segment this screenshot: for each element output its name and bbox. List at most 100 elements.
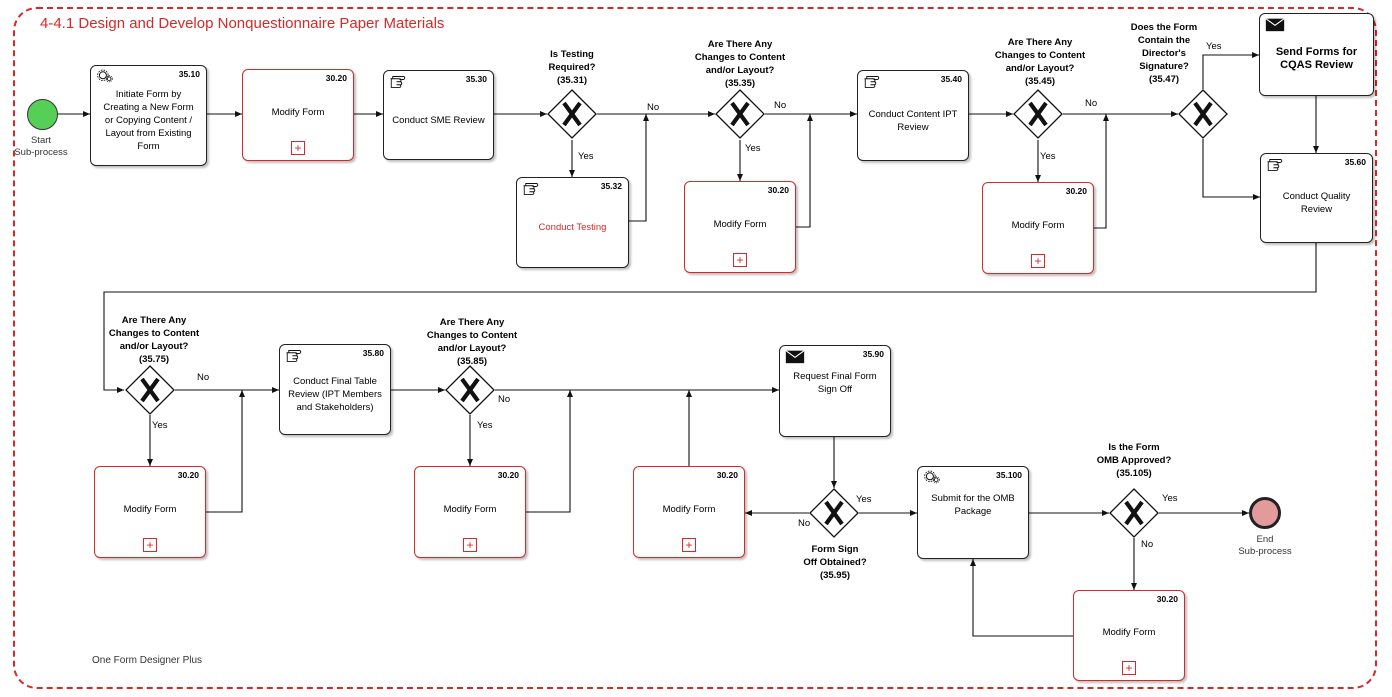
gear-icon	[97, 69, 113, 83]
hand-icon	[390, 76, 406, 88]
task-35-32[interactable]: 35.32 Conduct Testing	[516, 177, 629, 268]
task-35-60[interactable]: 35.60 Conduct Quality Review	[1260, 153, 1373, 243]
task-30-20-modify-form[interactable]: 30.20 Modify Form +	[414, 466, 526, 558]
gateway-35-75[interactable]	[125, 365, 175, 415]
gateway-question-35-95: Form Sign Off Obtained? (35.95)	[803, 544, 867, 581]
task-number: 30.20	[1065, 186, 1087, 196]
gateway-35-47[interactable]	[1178, 89, 1228, 139]
footer-text: One Form Designer Plus	[92, 655, 203, 666]
flow-label-yes: Yes	[856, 494, 872, 505]
expand-subprocess-icon[interactable]: +	[291, 141, 305, 155]
task-number: 35.30	[465, 74, 487, 84]
task-label: Conduct Quality Review	[1282, 191, 1351, 215]
hand-icon	[286, 350, 302, 362]
task-number: 35.32	[600, 181, 622, 191]
exclusive-gateway-icon	[715, 89, 765, 139]
expand-subprocess-icon[interactable]: +	[733, 253, 747, 267]
task-label: Request Final Form Sign Off	[793, 371, 877, 395]
task-label: Conduct Content IPT Review	[868, 108, 958, 133]
flow-g3547-no	[1202, 139, 1260, 200]
task-label: Modify Form	[443, 503, 497, 515]
task-number: 30.20	[716, 470, 738, 480]
task-label: Send Forms for CQAS Review	[1275, 45, 1358, 71]
subprocess-frame	[13, 7, 1377, 689]
task-label: Modify Form	[271, 106, 325, 118]
exclusive-gateway-icon	[809, 488, 859, 538]
task-number: 30.20	[177, 470, 199, 480]
task-30-20-modify-form[interactable]: 30.20 Modify Form +	[684, 181, 796, 273]
gateway-35-105[interactable]	[1109, 488, 1159, 538]
flow-3020d-merge	[206, 390, 245, 513]
task-label: Modify Form	[662, 503, 716, 515]
task-number: 30.20	[497, 470, 519, 480]
task-number: 30.20	[1156, 594, 1178, 604]
flow-label-no: No	[197, 372, 210, 383]
flow-3020b-merge	[796, 114, 813, 228]
gateway-question-35-85: Are There Any Changes to Content and/or …	[426, 317, 518, 367]
task-30-20-modify-form[interactable]: 30.20 Modify Form +	[633, 466, 745, 558]
task-number: 30.20	[325, 73, 347, 83]
exclusive-gateway-icon	[1013, 89, 1063, 139]
hand-icon	[523, 183, 539, 195]
task-label: Conduct Testing	[538, 222, 607, 233]
task-35-90[interactable]: 35.90 Request Final Form Sign Off	[779, 345, 891, 437]
flow-3020c-merge	[1094, 114, 1109, 229]
task-30-20-modify-form[interactable]: 30.20 Modify Form +	[242, 69, 354, 161]
gateway-35-45[interactable]	[1013, 89, 1063, 139]
flow-g3547-yes	[1202, 52, 1259, 89]
flow-label-yes: Yes	[578, 151, 594, 162]
expand-subprocess-icon[interactable]: +	[463, 538, 477, 552]
expand-subprocess-icon[interactable]: +	[1031, 254, 1045, 268]
task-label: Modify Form	[713, 218, 767, 230]
flow-label-no: No	[1141, 539, 1154, 550]
task-label: Modify Form	[1011, 219, 1065, 231]
gateway-question-35-31: Is Testing Required? (35.31)	[548, 49, 596, 86]
task-35-100[interactable]: 35.100 Submit for the OMB Package	[917, 466, 1029, 559]
flow-label-yes: Yes	[152, 420, 168, 431]
hand-icon	[1267, 159, 1283, 171]
task-35-10[interactable]: 35.10 Initiate Form by Creating a New Fo…	[90, 65, 207, 166]
task-number: 35.90	[862, 349, 884, 359]
expand-subprocess-icon[interactable]: +	[682, 538, 696, 552]
gateway-question-35-105: Is the Form OMB Approved? (35.105)	[1096, 442, 1172, 479]
exclusive-gateway-icon	[547, 89, 597, 139]
exclusive-gateway-icon	[1178, 89, 1228, 139]
task-number: 30.20	[767, 185, 789, 195]
task-send-forms-cqas[interactable]: Send Forms for CQAS Review	[1259, 13, 1374, 96]
expand-subprocess-icon[interactable]: +	[1122, 661, 1136, 675]
flow-label-yes: Yes	[1162, 493, 1178, 504]
end-event-label: End Sub-process	[1238, 534, 1292, 557]
diagram-title: 4-4.1 Design and Develop Nonquestionnair…	[40, 15, 445, 32]
task-number: 35.40	[940, 74, 962, 84]
flow-label-no: No	[647, 102, 660, 113]
task-30-20-modify-form[interactable]: 30.20 Modify Form +	[1073, 590, 1185, 681]
flow-label-no: No	[798, 518, 811, 529]
task-35-30[interactable]: 35.30 Conduct SME Review	[383, 70, 494, 160]
flow-label-no: No	[1085, 98, 1098, 109]
flow-3020e-merge	[526, 390, 573, 513]
start-event-label: Start Sub-process	[14, 135, 68, 158]
gateway-35-95[interactable]	[809, 488, 859, 538]
task-35-40[interactable]: 35.40 Conduct Content IPT Review	[857, 70, 969, 161]
task-label: Modify Form	[1102, 627, 1156, 638]
task-number: 35.10	[178, 69, 200, 79]
flow-label-yes: Yes	[745, 143, 761, 154]
task-number: 35.80	[362, 348, 384, 358]
gateway-35-35[interactable]	[715, 89, 765, 139]
flow-label-no: No	[498, 394, 511, 405]
gateway-35-85[interactable]	[445, 365, 495, 415]
gateway-question-35-45: Are There Any Changes to Content and/or …	[994, 37, 1086, 87]
exclusive-gateway-icon	[445, 365, 495, 415]
task-30-20-modify-form[interactable]: 30.20 Modify Form +	[94, 466, 206, 558]
task-number: 35.100	[996, 470, 1022, 480]
gateway-question-35-75: Are There Any Changes to Content and/or …	[108, 315, 200, 365]
gateway-35-31[interactable]	[547, 89, 597, 139]
expand-subprocess-icon[interactable]: +	[143, 538, 157, 552]
task-35-80[interactable]: 35.80 Conduct Final Table Review (IPT Me…	[279, 344, 391, 435]
task-label: Initiate Form by Creating a New Form or …	[103, 89, 194, 152]
flow-label-yes: Yes	[477, 420, 493, 431]
task-label: Submit for the OMB Package	[931, 492, 1015, 517]
exclusive-gateway-icon	[1109, 488, 1159, 538]
task-30-20-modify-form[interactable]: 30.20 Modify Form +	[982, 182, 1094, 274]
